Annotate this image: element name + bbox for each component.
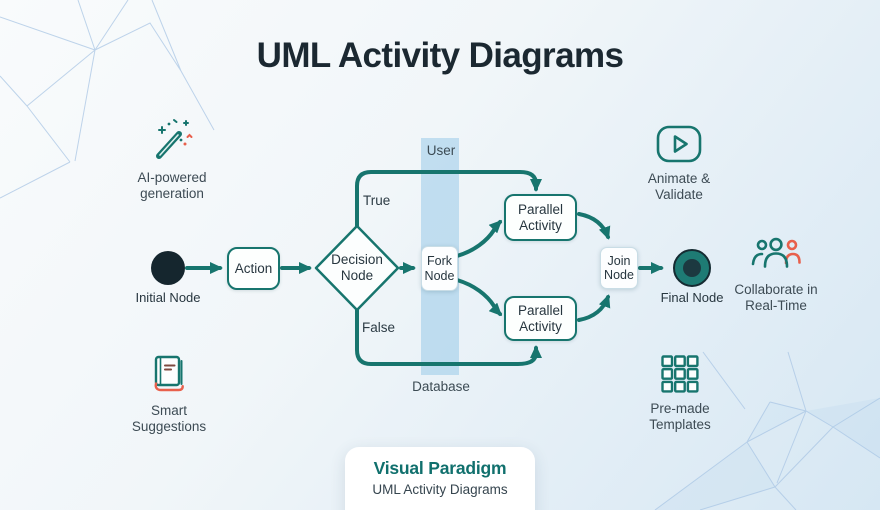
- feature-ai-powered: AI-powered generation: [105, 115, 239, 202]
- book-icon: [154, 355, 184, 392]
- initial-node: [151, 251, 185, 285]
- parallel-activity-label: Activity: [519, 318, 562, 334]
- feature-animate-validate: Animate & Validate: [612, 124, 746, 203]
- decision-node-label: Decision: [331, 252, 383, 268]
- final-node-core: [683, 259, 701, 277]
- initial-node-label: Initial Node: [135, 290, 201, 305]
- feature-label: Collaborate in Real-Time: [734, 282, 818, 313]
- parallel-activity-bottom: Parallel Activity: [504, 296, 577, 341]
- play-icon: [656, 125, 702, 163]
- lane-label-user: User: [426, 143, 456, 158]
- feature-label: Animate & Validate: [647, 171, 711, 202]
- guard-false-label: False: [362, 320, 396, 335]
- feature-smart-suggestions: Smart Suggestions: [102, 352, 236, 435]
- join-node: Join Node: [600, 247, 638, 289]
- parallel-activity-label: Parallel: [517, 201, 564, 217]
- decision-node-label: Node: [340, 268, 374, 283]
- feature-label: Pre-made Templates: [649, 401, 711, 432]
- people-icon: [751, 237, 801, 268]
- feature-label: AI-powered generation: [137, 170, 207, 201]
- parallel-activity-label: Activity: [519, 217, 562, 233]
- brand-name: Visual Paradigm: [373, 458, 507, 478]
- fork-node: Fork Node: [421, 246, 458, 291]
- fork-node-label: Fork: [427, 254, 452, 269]
- join-node-label: Join: [607, 253, 631, 268]
- guard-true-label: True: [363, 193, 391, 208]
- decision-node: Decision Node: [317, 241, 397, 295]
- brand-subtitle: UML Activity Diagrams: [372, 482, 508, 497]
- decision-node-shape: [314, 224, 400, 312]
- fork-node-label: Node: [424, 268, 455, 283]
- feature-label: Smart Suggestions: [131, 403, 207, 434]
- parallel-activity-top: Parallel Activity: [504, 194, 577, 241]
- final-node-label: Final Node: [660, 290, 724, 305]
- action-node: Action: [227, 247, 280, 290]
- parallel-activity-label: Parallel: [517, 302, 564, 318]
- page-title: UML Activity Diagrams: [256, 36, 624, 75]
- brand-card: Visual Paradigm UML Activity Diagrams: [345, 447, 535, 510]
- action-node-label: Action: [234, 260, 273, 276]
- feature-templates: Pre-made Templates: [613, 354, 747, 433]
- grid-icon: [661, 355, 699, 393]
- join-node-label: Node: [604, 268, 634, 282]
- lane-label-database: Database: [412, 379, 470, 394]
- final-node: [673, 249, 711, 287]
- feature-collaborate: Collaborate in Real-Time: [709, 233, 843, 314]
- magic-wand-icon: [156, 119, 193, 159]
